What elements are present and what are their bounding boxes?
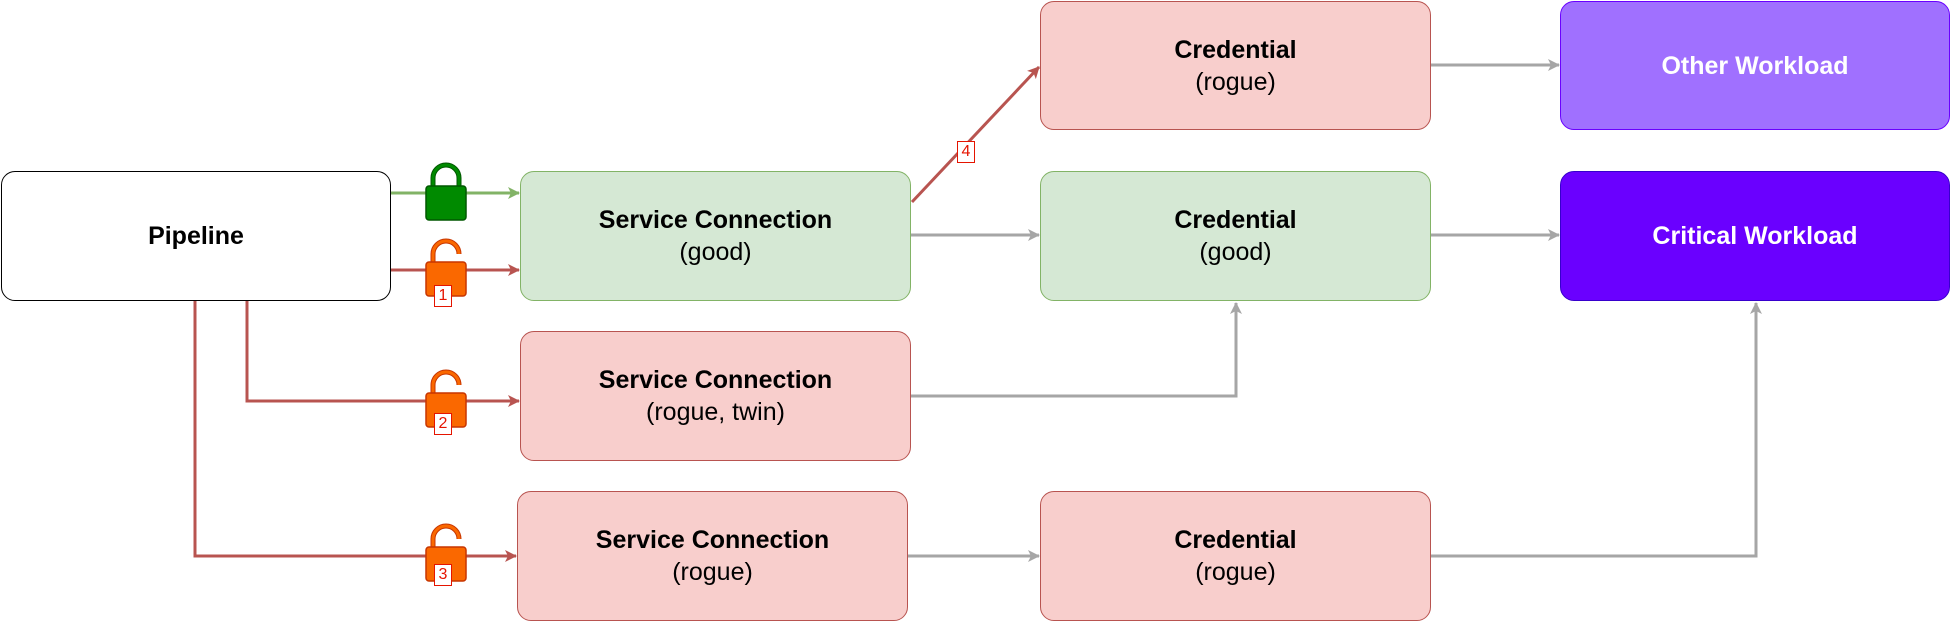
node-subtitle: (good) [1199,238,1272,266]
node-title: Critical Workload [1652,222,1858,250]
node-subtitle: (rogue) [672,558,753,586]
other-workload-node: Other Workload [1560,1,1950,130]
critical-workload-node: Critical Workload [1560,171,1950,301]
credential-good-node: Credential (good) [1040,171,1431,301]
step-badge-3: 3 [434,564,452,586]
node-title: Pipeline [148,222,244,250]
node-title: Service Connection [595,526,830,554]
step-badge-2: 2 [434,413,452,435]
service-connection-rogue-twin-node: Service Connection (rogue, twin) [520,331,911,461]
closed-padlock-icon [425,162,467,221]
edge-sc-good-to-cred-rogue [910,65,1041,204]
edge-sc-rogue-twin-to-cred-good [911,302,1242,398]
credential-rogue-bottom-node: Credential (rogue) [1040,491,1431,621]
node-title: Service Connection [598,366,833,394]
node-subtitle: (good) [679,238,752,266]
edge-cred-rogue-to-critical-workload [1431,302,1762,558]
service-connection-rogue-node: Service Connection (rogue) [517,491,908,621]
node-title: Credential [1174,35,1297,64]
pipeline-node: Pipeline [1,171,391,301]
edge-pipeline-to-sc-rogue [193,300,517,562]
service-connection-good-node: Service Connection (good) [520,171,911,301]
node-subtitle: (rogue) [1195,558,1276,586]
step-badge-1: 1 [434,285,452,307]
step-badge-4: 4 [957,141,975,163]
node-subtitle: (rogue, twin) [646,398,785,426]
node-title: Credential [1174,526,1297,554]
node-title: Service Connection [598,206,833,234]
node-title: Other Workload [1661,51,1849,80]
credential-rogue-top-node: Credential (rogue) [1040,1,1431,130]
node-subtitle: (rogue) [1195,67,1276,96]
node-title: Credential [1174,206,1297,234]
edge-pipeline-to-sc-rogue-twin [245,300,520,407]
